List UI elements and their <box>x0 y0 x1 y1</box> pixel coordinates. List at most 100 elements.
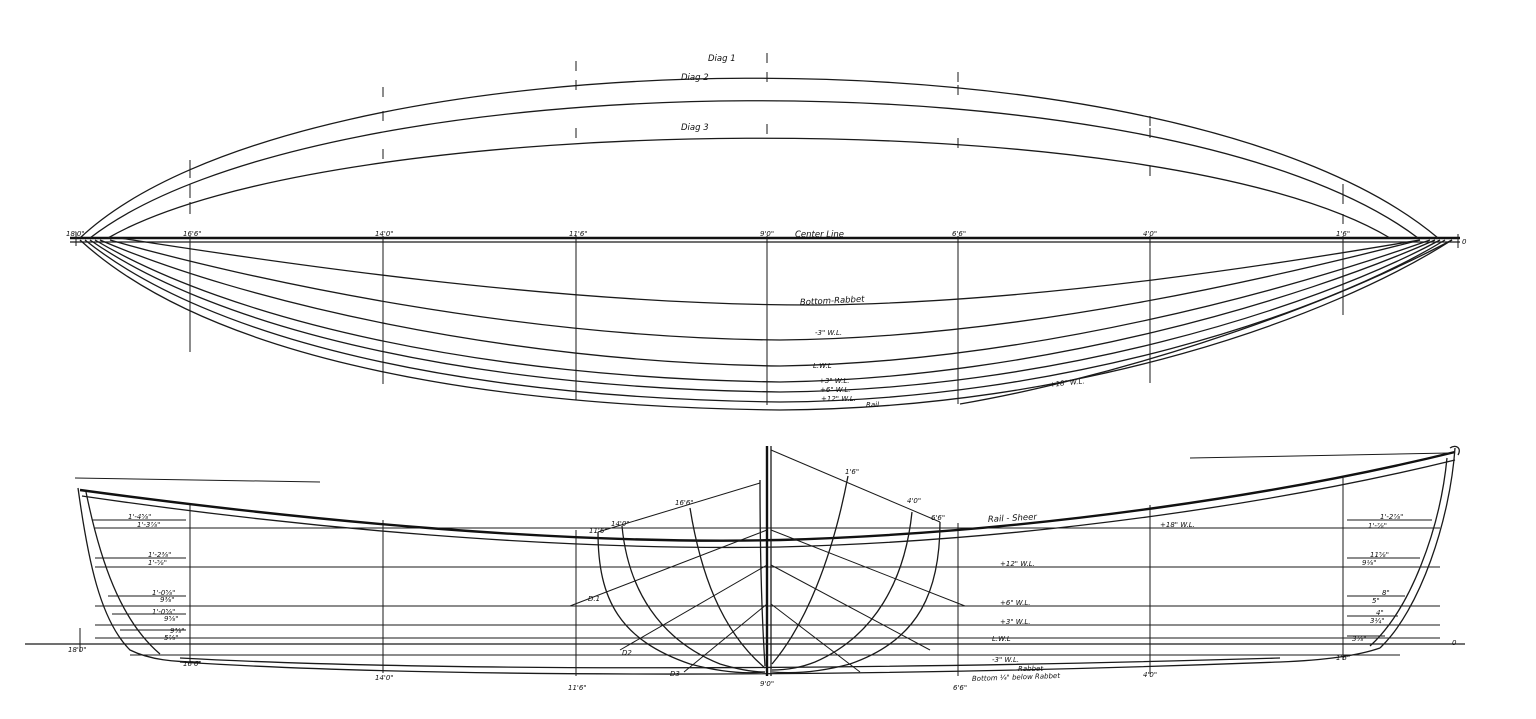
body-diagonal-3 <box>683 603 768 673</box>
stern-profile <box>77 487 201 663</box>
lwl-label: L.W.L <box>813 362 832 370</box>
body-plan <box>569 446 966 676</box>
profile-station-18-0: 18'0" <box>68 646 87 654</box>
body-station-1-6: 1'6" <box>845 468 859 476</box>
profile-plus6-label: +6" W.L. <box>1000 599 1030 607</box>
section-11-6 <box>597 531 766 674</box>
plus6-wl-label: +6" W.L. <box>820 386 850 394</box>
plus6-wl-curve <box>89 239 1441 393</box>
profile-station-1-6: 1'6" <box>1336 654 1350 662</box>
lwl-curve <box>99 239 1431 367</box>
rail-label: Rail <box>866 401 879 409</box>
profile-plan <box>25 445 1465 676</box>
profile-station-4-0: 4'0" <box>1143 671 1157 679</box>
aft-offsets: 1'-4⅝" 1'-3⅞" 1'-2⅜" 1'-⅝" 1'-0⅝" 9⅜" 1'… <box>92 513 186 642</box>
plan-station-4-0: 4'0" <box>1143 230 1157 238</box>
diag-1-label: Diag 1 <box>708 54 736 64</box>
plan-station-9-0: 9'0" <box>760 230 774 238</box>
diag-2-label: Diag 2 <box>681 73 709 83</box>
plan-station-11-6: 11'6" <box>569 230 588 238</box>
section-4-0 <box>771 511 913 671</box>
body-station-16-6: 16'6" <box>675 499 694 507</box>
offset-aft-7: 1'-0⅝" <box>152 608 175 616</box>
plan-station-18-0: 18'0" <box>66 230 85 238</box>
offset-aft-4: 1'-⅝" <box>148 559 167 567</box>
bottom-rabbet-curve <box>119 237 1421 306</box>
profile-station-6-6: 6'6" <box>953 684 967 692</box>
body-station-6-6: 6'6" <box>931 514 945 522</box>
section-16-6 <box>689 507 766 669</box>
profile-station-14-0: 14'0" <box>375 674 394 682</box>
plan-station-16-6: 16'6" <box>183 230 202 238</box>
profile-rabbet-label: Rabbet <box>1018 665 1043 673</box>
diagonal-2 <box>89 100 1419 239</box>
offset-fwd-5: 8" <box>1382 589 1390 597</box>
diagonal-ticks <box>189 53 1344 224</box>
offset-aft-5: 1'-0⅝" <box>152 589 175 597</box>
offset-aft-3: 1'-2⅜" <box>148 551 171 559</box>
profile-labels: Rail - Sheer +18" W.L. +12" W.L. +6" W.L… <box>68 512 1457 692</box>
plan-station-lines <box>189 236 1344 405</box>
profile-station-9-0: 9'0" <box>760 680 774 688</box>
fwd-offsets: 1'-2⅞" 1'-⅞" 11⅝" 9⅛" 8" 5" 4" 3¼" 3⅞" <box>1347 513 1432 643</box>
body-diag-d3: D3 <box>670 670 680 678</box>
diag-3-label: Diag 3 <box>681 123 709 133</box>
diagonal-3 <box>107 137 1391 239</box>
plan-labels: Diag 1 Diag 2 Diag 3 18'0" 16'6" 14'0" 1… <box>66 54 1467 409</box>
profile-station-0: 0 <box>1452 639 1457 647</box>
body-station-4-0: 4'0" <box>907 497 921 505</box>
offset-fwd-1: 1'-2⅞" <box>1380 513 1403 521</box>
offset-fwd-3: 11⅝" <box>1370 551 1389 559</box>
profile-plus3-label: +3" W.L. <box>1000 618 1030 626</box>
body-diagonal-1 <box>569 529 768 607</box>
plus18-wl-curve <box>959 239 1453 405</box>
plus18-wl-label: +18" W.L. <box>1049 377 1085 389</box>
body-station-11-6: 11'6" <box>589 527 608 535</box>
profile-station-16-6: 16'6" <box>183 660 202 668</box>
plus3-wl-label: +3" W.L. <box>819 377 849 385</box>
body-diag-d1: D.1 <box>588 595 600 603</box>
minus3-wl-curve <box>109 239 1421 341</box>
plan-station-1-6: 1'6" <box>1336 230 1350 238</box>
offset-aft-6: 9⅜" <box>160 596 174 604</box>
minus3-wl-label: -3" W.L. <box>815 329 842 337</box>
body-station-14-0: 14'0" <box>611 520 630 528</box>
center-line-label: Center Line <box>795 230 844 240</box>
keel-bottom <box>179 647 1381 675</box>
profile-lwl-label: L.W.L <box>992 635 1011 643</box>
stem-profile <box>1379 447 1456 649</box>
profile-station-lines <box>79 478 1344 676</box>
profile-minus3-label: -3" W.L. <box>992 656 1019 664</box>
plus12-wl-curve <box>84 239 1446 403</box>
rail-sheer <box>79 450 1456 542</box>
body-plan-labels: 11'6" 14'0" 16'6" 1'6" 4'0" 6'6" D.1 D2 … <box>588 468 945 678</box>
offset-fwd-8: 3¼" <box>1370 617 1384 625</box>
offset-fwd-6: 5" <box>1372 597 1380 605</box>
offset-fwd-2: 1'-⅞" <box>1368 522 1387 530</box>
plus12-wl-label: +12" W.L. <box>821 395 856 403</box>
plan-station-6-6: 6'6" <box>952 230 966 238</box>
offset-aft-10: 5⅞" <box>164 634 178 642</box>
profile-bottom-note: Bottom ¼" below Rabbet <box>972 672 1061 683</box>
offset-fwd-9: 3⅞" <box>1352 635 1366 643</box>
profile-plus12-label: +12" W.L. <box>1000 560 1035 568</box>
rail-curve <box>79 239 1453 411</box>
bottom-rabbet-label: Bottom-Rabbet <box>800 295 866 308</box>
rail-sheer-label: Rail - Sheer <box>988 512 1038 525</box>
profile-plus18-label: +18" W.L. <box>1160 521 1195 529</box>
profile-station-11-6: 11'6" <box>568 684 587 692</box>
offset-fwd-7: 4" <box>1376 609 1384 617</box>
diagonal-1 <box>79 77 1439 239</box>
offset-aft-9: 9⅜" <box>170 627 184 635</box>
section-6-6 <box>771 521 941 674</box>
section-14-0 <box>621 525 766 673</box>
plus3-wl-curve <box>94 239 1436 383</box>
plan-station-0: 0 <box>1462 238 1467 246</box>
plan-station-14-0: 14'0" <box>375 230 394 238</box>
offset-aft-1: 1'-4⅝" <box>128 513 151 521</box>
half-breadth-plan <box>70 53 1460 411</box>
section-1-6 <box>771 475 849 665</box>
body-diagonal-2 <box>619 564 768 651</box>
body-diag-d2: D2 <box>622 649 632 657</box>
